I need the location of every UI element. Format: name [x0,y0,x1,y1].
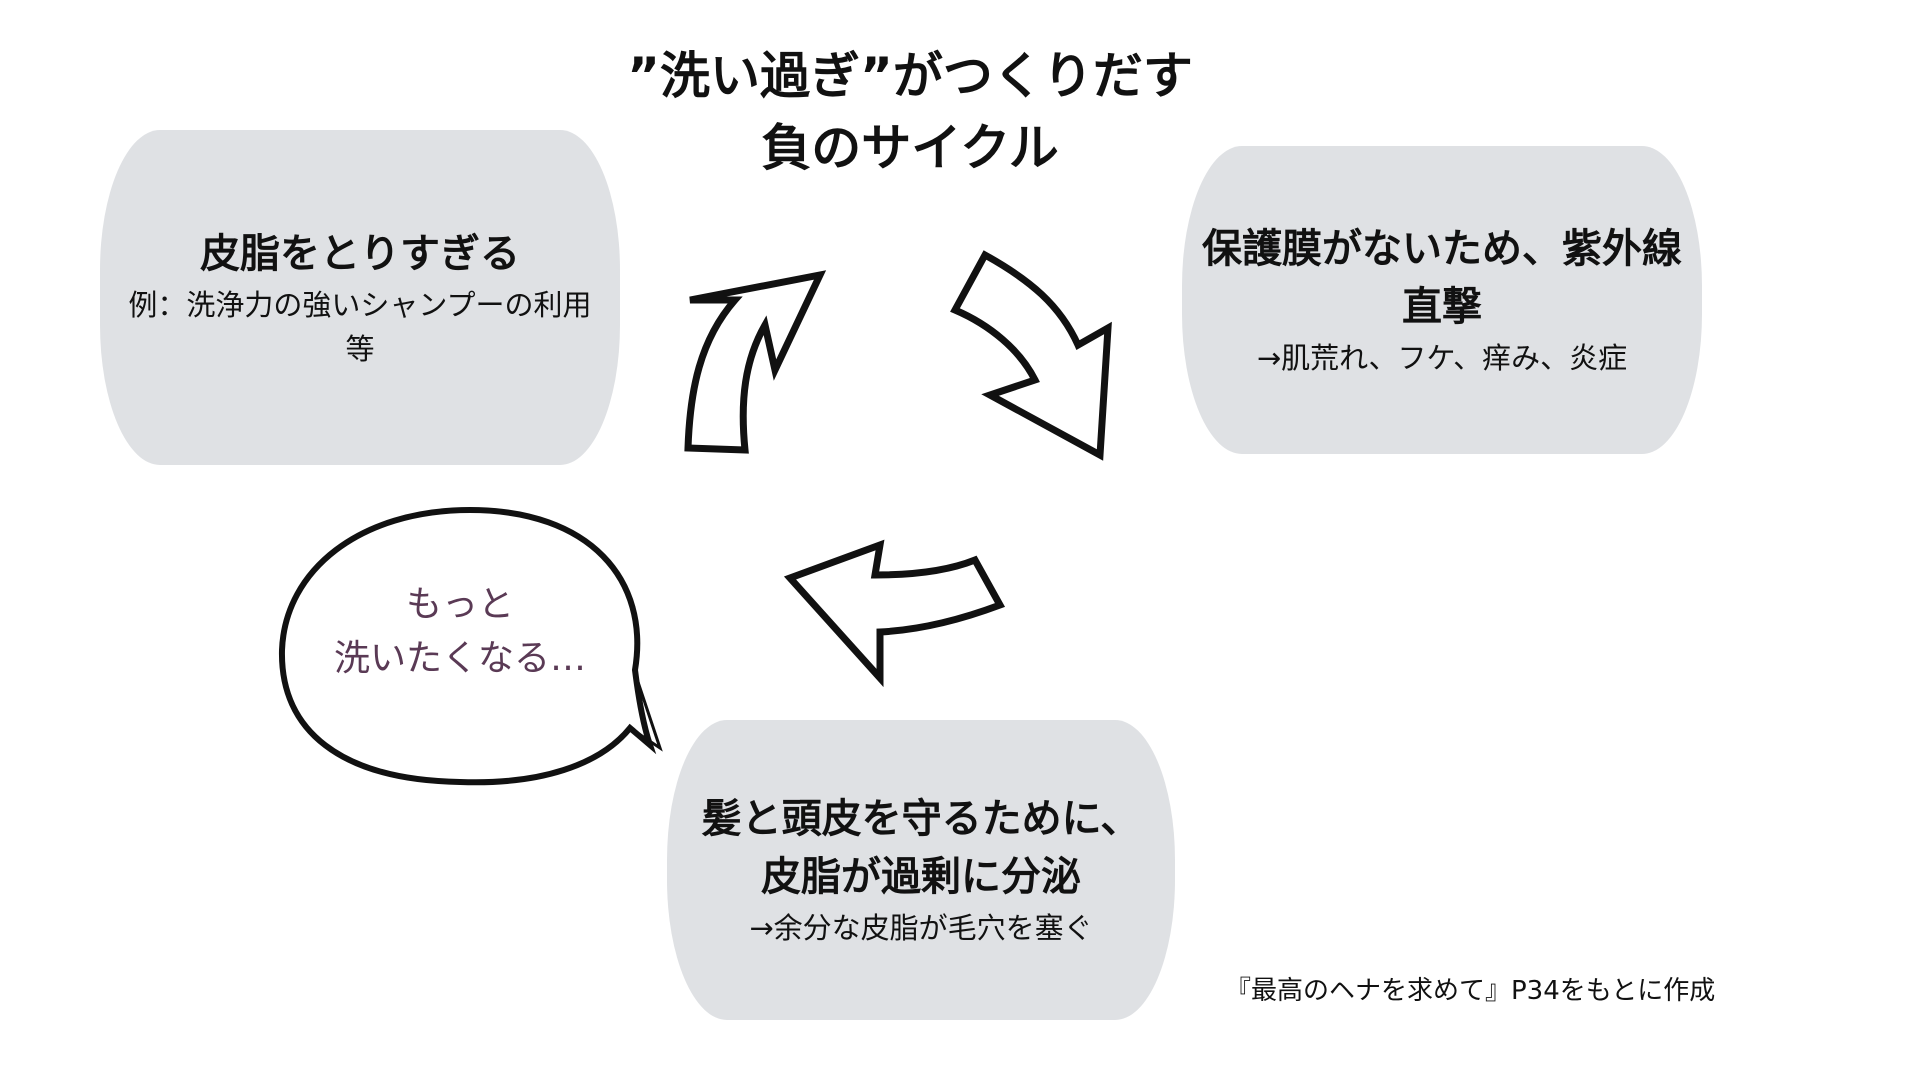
cycle-step-uv-exposure: 保護膜がないため、紫外線直撃 →肌荒れ、フケ、痒み、炎症 [1182,146,1702,454]
step-detail: →余分な皮脂が毛穴を塞ぐ [749,911,1093,945]
step-heading-1: 髪と頭皮を守るために、 [701,796,1141,842]
speech-bubble-text: もっと 洗いたくなる… [300,578,620,686]
source-citation: 『最高のヘナを求めて』P34をもとに作成 [1225,976,1716,1006]
step-heading-2: 皮脂が過剰に分泌 [761,854,1081,900]
step-heading: 皮脂をとりすぎる [200,230,520,277]
title-line1: ”洗い過ぎ”がつくりだす [627,47,1193,105]
step-detail: →肌荒れ、フケ、痒み、炎症 [1256,341,1628,375]
arrow-up-right-icon [684,270,827,454]
cycle-step-remove-sebum: 皮脂をとりすぎる 例：洗浄力の強いシャンプーの利用等 [100,130,620,465]
bubble-line1: もっと [405,584,514,625]
arrow-left-icon [783,539,1006,688]
cycle-step-excess-sebum: 髪と頭皮を守るために、 皮脂が過剰に分泌 →余分な皮脂が毛穴を塞ぐ [667,720,1175,1020]
step-heading: 保護膜がないため、紫外線直撃 [1202,226,1682,330]
step-detail: 例：洗浄力の強いシャンプーの利用等 [128,287,592,366]
speech-bubble [278,506,657,786]
arrow-down-right-icon [950,250,1112,461]
bubble-line2: 洗いたくなる… [333,638,586,679]
title-line2: 負のサイクル [761,119,1059,177]
page-title: ”洗い過ぎ”がつくりだす 負のサイクル [560,40,1260,184]
